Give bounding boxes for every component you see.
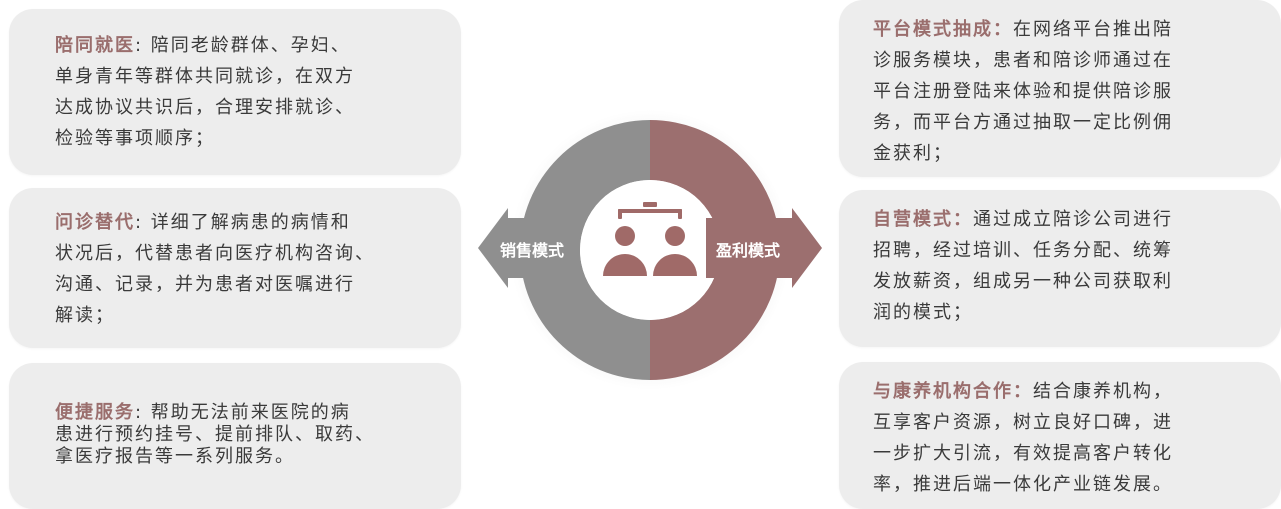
- profit-mode-arrow: 盈利模式: [706, 208, 822, 288]
- sales-mode-label: 销售模式: [500, 241, 564, 260]
- service-card-consultation: 问诊替代: 详细了解病患的病情和状况后，代替患者向医疗机构咨询、沟通、记录，并为…: [9, 188, 461, 348]
- card-text: 陪同就医: 陪同老龄群体、孕妇、单身青年等群体共同就诊，在双方达成协议共识后，合…: [55, 35, 355, 149]
- inner-disk: [580, 180, 720, 320]
- card-text: 便捷服务: 帮助无法前来医院的病患进行预约挂号、提前排队、取药、拿医疗报告等一系…: [55, 402, 375, 467]
- center-graphic: 销售模式 盈利模式: [478, 110, 822, 390]
- card-text: 平台模式抽成：在网络平台推出陪诊服务模块，患者和陪诊师通过在平台注册登陆来体验和…: [873, 19, 1173, 164]
- card-title: 问诊替代: [55, 212, 135, 233]
- profit-card-self-operated: 自营模式：通过成立陪诊公司进行招聘，经过培训、任务分配、统筹发放薪资，组成另一种…: [839, 190, 1281, 347]
- center-diagram: 销售模式 盈利模式: [470, 100, 830, 400]
- card-text: 问诊替代: 详细了解病患的病情和状况后，代替患者向医疗机构咨询、沟通、记录，并为…: [55, 212, 375, 326]
- card-title: 陪同就医: [55, 35, 135, 56]
- service-card-accompany: 陪同就医: 陪同老龄群体、孕妇、单身青年等群体共同就诊，在双方达成协议共识后，合…: [9, 9, 461, 175]
- card-title: 平台模式抽成：: [873, 19, 1013, 40]
- sales-mode-arrow: 销售模式: [478, 208, 578, 288]
- profit-card-eldercare: 与康养机构合作：结合康养机构，互享客户资源，树立良好口碑，进一步扩大引流，有效提…: [839, 362, 1281, 509]
- card-title: 与康养机构合作：: [873, 381, 1033, 402]
- left-arrow-shape: [478, 208, 578, 288]
- profit-card-platform: 平台模式抽成：在网络平台推出陪诊服务模块，患者和陪诊师通过在平台注册登陆来体验和…: [839, 0, 1281, 177]
- card-text: 与康养机构合作：结合康养机构，互享客户资源，树立良好口碑，进一步扩大引流，有效提…: [873, 381, 1173, 495]
- sales-half-ring: [520, 120, 650, 380]
- card-text: 自营模式：通过成立陪诊公司进行招聘，经过培训、任务分配、统筹发放薪资，组成另一种…: [873, 209, 1173, 323]
- card-title: 自营模式：: [873, 209, 973, 230]
- profit-mode-label: 盈利模式: [715, 241, 780, 260]
- people-hierarchy-icon: [603, 202, 697, 276]
- right-arrow-shape: [706, 208, 822, 288]
- card-title: 便捷服务: [55, 402, 135, 423]
- profit-half-ring: [650, 120, 780, 380]
- service-card-convenience: 便捷服务: 帮助无法前来医院的病患进行预约挂号、提前排队、取药、拿医疗报告等一系…: [9, 363, 461, 509]
